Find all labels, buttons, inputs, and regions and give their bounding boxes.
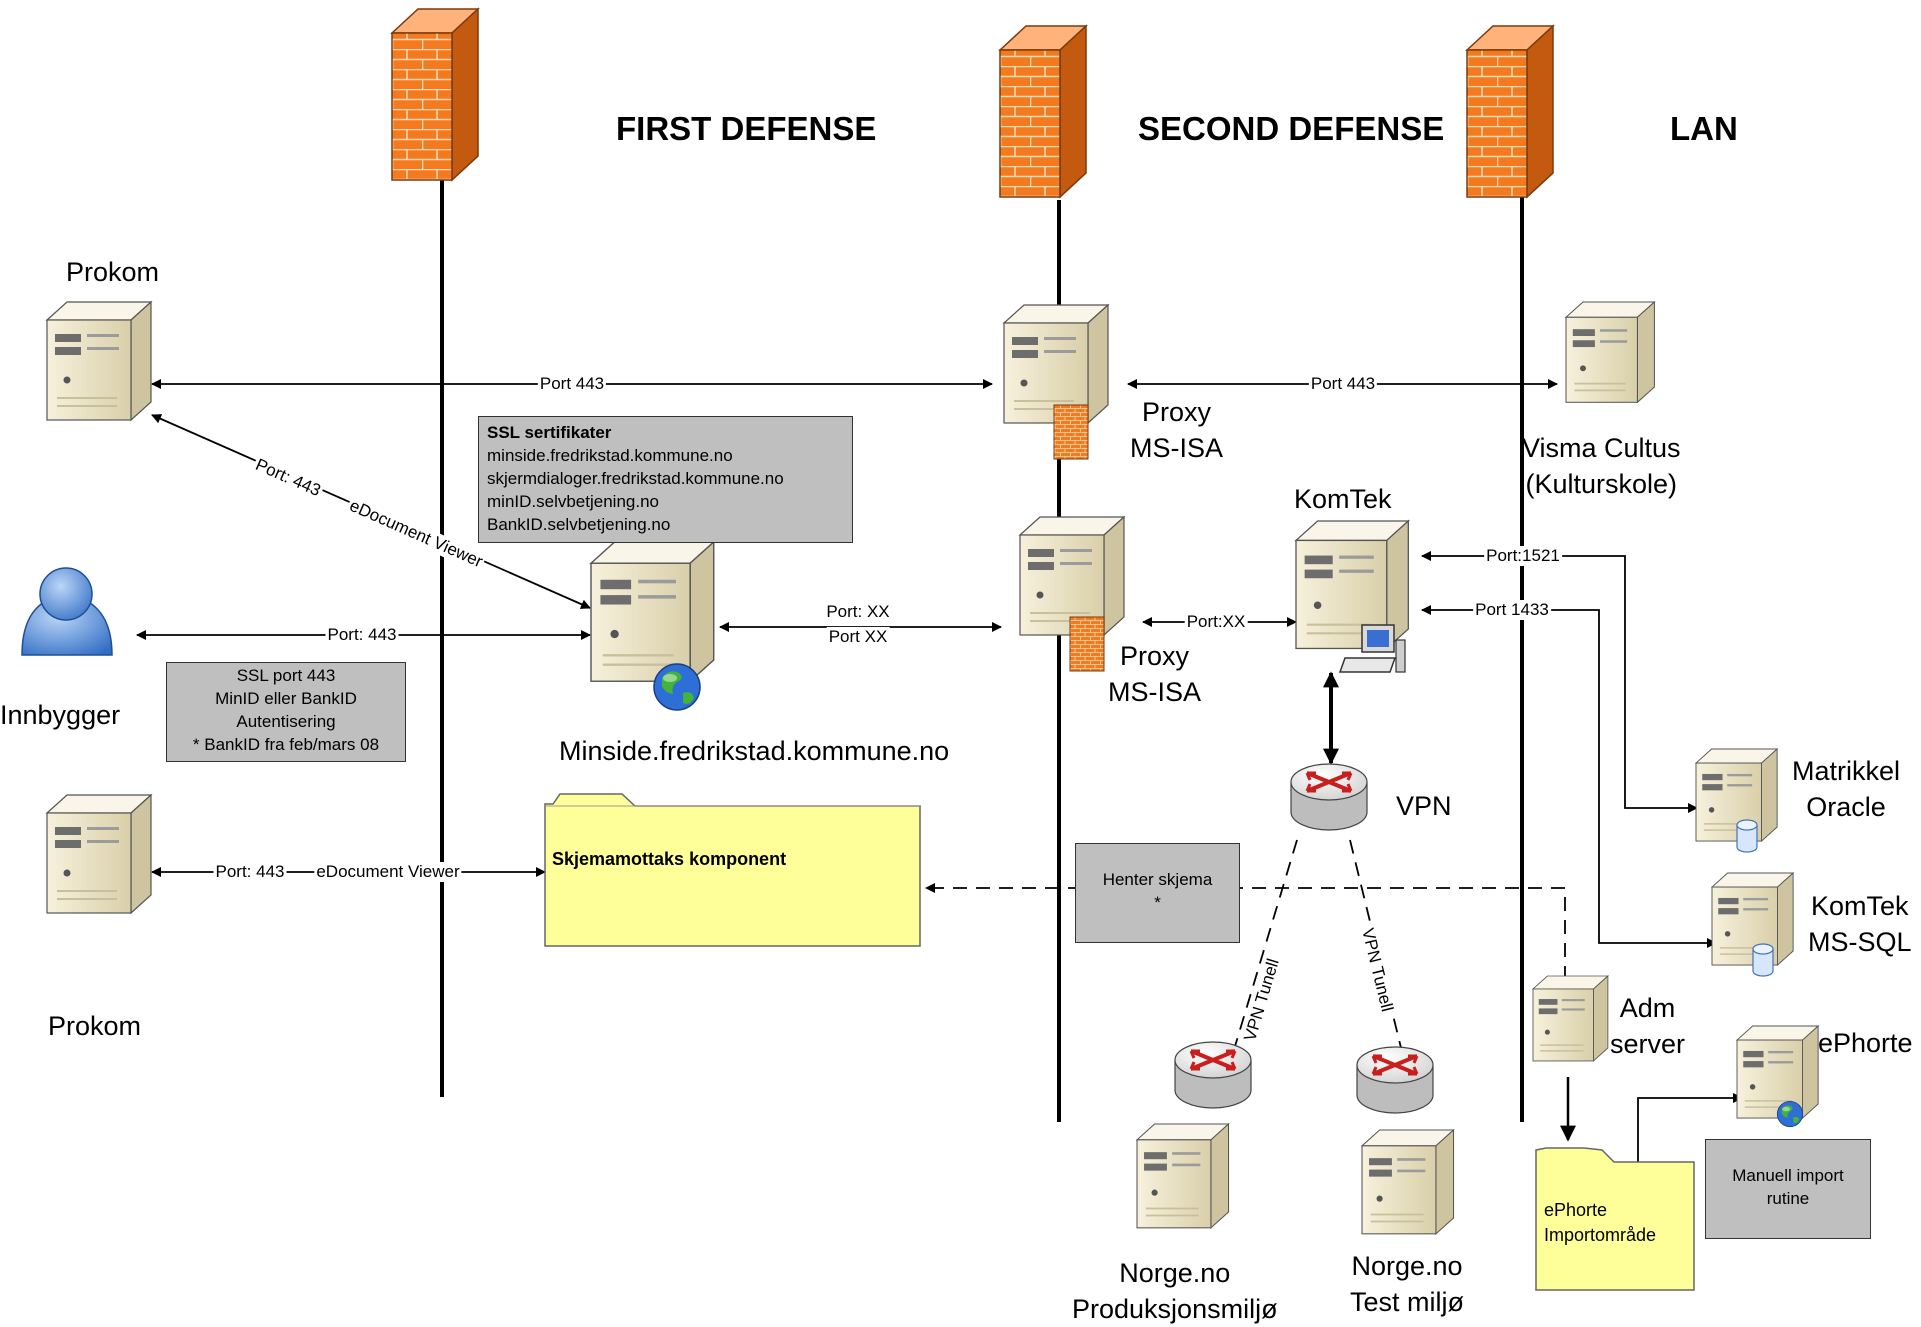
firewall-lan: [1466, 25, 1554, 198]
ssl-port-line: SSL port 443: [236, 666, 336, 685]
vpn-tunnel-right: [1349, 839, 1405, 1061]
server-norge-test: [1361, 1129, 1455, 1235]
ssl-port-line: * BankID fra feb/mars 08: [192, 735, 380, 754]
connector-adm-skjema: [925, 883, 1566, 980]
label-innbygger: Innbygger: [0, 700, 121, 730]
connectors: [136, 379, 1743, 1162]
connector-label-prokom-skjema-port: Port: 443: [213, 862, 287, 882]
router-norge-prod: [1173, 1040, 1253, 1110]
firewall-first-defense: [391, 8, 479, 181]
label-prokom-top: Prokom: [66, 257, 160, 287]
label-visma: Visma Cultus(Kulturskole): [1522, 433, 1681, 499]
folder-skjemamottak: [544, 793, 921, 947]
connector-label-prokom-proxy: Port 443: [537, 374, 607, 394]
database-icon: [1752, 943, 1774, 977]
servers: [46, 301, 1819, 1235]
ssl-cert-line: minID.selvbetjening.no: [487, 492, 659, 511]
connector-label-oracle-port: Port:1521: [1484, 546, 1562, 566]
database-icon: [1736, 819, 1758, 853]
router-vpn: [1289, 762, 1369, 832]
globe-icon: [653, 663, 701, 711]
router-norge-test: [1355, 1045, 1435, 1115]
ssl-cert-line: minside.fredrikstad.kommune.no: [487, 446, 733, 465]
label-prokom-bottom: Prokom: [48, 1011, 142, 1041]
firewall-icon: [1069, 616, 1105, 672]
connector-label-proxy-visma: Port 443: [1308, 374, 1378, 394]
ssl-certificates-box: SSL sertifikater minside.fredrikstad.kom…: [478, 416, 853, 543]
connector-komtek-oracle: [1421, 551, 1698, 813]
server-komtek: [1294, 519, 1410, 673]
server-adm: [1532, 975, 1609, 1062]
firewall-second-defense: [999, 25, 1087, 198]
folder-ephorte-import: [1535, 1147, 1695, 1291]
connector-label-innbygger-minside: Port: 443: [325, 625, 399, 645]
server-minside: [589, 540, 715, 711]
server-proxy-top: [1003, 304, 1109, 460]
connector-import-ephorte: [1637, 1093, 1743, 1162]
server-norge-prod: [1136, 1123, 1230, 1229]
connector-label-prokom-skjema-viewer: eDocument Viewer: [314, 862, 462, 882]
ssl-certificates-title: SSL sertifikater: [487, 423, 612, 442]
ssl-cert-line: skjermdialoger.fredrikstad.kommune.no: [487, 469, 784, 488]
henter-skjema-box: Henter skjema *: [1075, 843, 1240, 943]
server-ephorte: [1736, 1025, 1819, 1128]
ssl-port-line: MinID eller BankID: [215, 689, 357, 708]
server-prokom-bottom: [46, 794, 152, 914]
folder-label-ephorte-import: ePhorte Importområde: [1544, 1200, 1657, 1245]
ssl-cert-line: BankID.selvbetjening.no: [487, 515, 671, 534]
connector-komtek-mssql: [1421, 605, 1717, 948]
globe-icon: [1776, 1100, 1804, 1128]
zone-label-lan: LAN: [1670, 110, 1738, 147]
label-ephorte: ePhorte: [1818, 1028, 1913, 1058]
manuell-import-line: rutine: [1766, 1189, 1810, 1208]
henter-skjema-line: *: [1154, 893, 1161, 912]
firewalls: [391, 8, 1554, 198]
label-komtek: KomTek: [1294, 484, 1392, 514]
vpn-tunnel-left: [1229, 839, 1298, 1064]
firewall-icon: [1053, 404, 1089, 460]
folder-label-skjemamottak: Skjemamottaks komponent: [552, 849, 787, 869]
server-matrikkel: [1695, 748, 1778, 853]
henter-skjema-line: Henter skjema: [1102, 870, 1213, 889]
manuell-import-box: Manuell import rutine: [1705, 1139, 1871, 1239]
zone-label-second-defense: SECOND DEFENSE: [1138, 110, 1445, 147]
server-proxy-mid: [1019, 516, 1125, 672]
server-komtek-mssql: [1711, 872, 1794, 977]
zone-label-first-defense: FIRST DEFENSE: [616, 110, 877, 147]
ssl-port-box: SSL port 443 MinID eller BankID Autentis…: [166, 662, 406, 762]
folders: [544, 793, 1695, 1291]
server-prokom-top: [46, 301, 152, 421]
user-icon: [21, 567, 113, 656]
connector-label-mssql-port: Port 1433: [1473, 600, 1551, 620]
connector-label-proxy-komtek: Port:XX: [1184, 612, 1248, 632]
workstation-icon: [1338, 624, 1406, 673]
connector-label-minside-proxy-1: Port: XX: [824, 602, 892, 622]
connector-label-minside-proxy-2: Port XX: [826, 627, 890, 647]
label-vpn: VPN: [1396, 791, 1452, 821]
manuell-import-line: Manuell import: [1732, 1166, 1844, 1185]
server-visma: [1565, 301, 1656, 404]
label-minside: Minside.fredrikstad.kommune.no: [559, 736, 950, 766]
ssl-port-line: Autentisering: [236, 712, 336, 731]
